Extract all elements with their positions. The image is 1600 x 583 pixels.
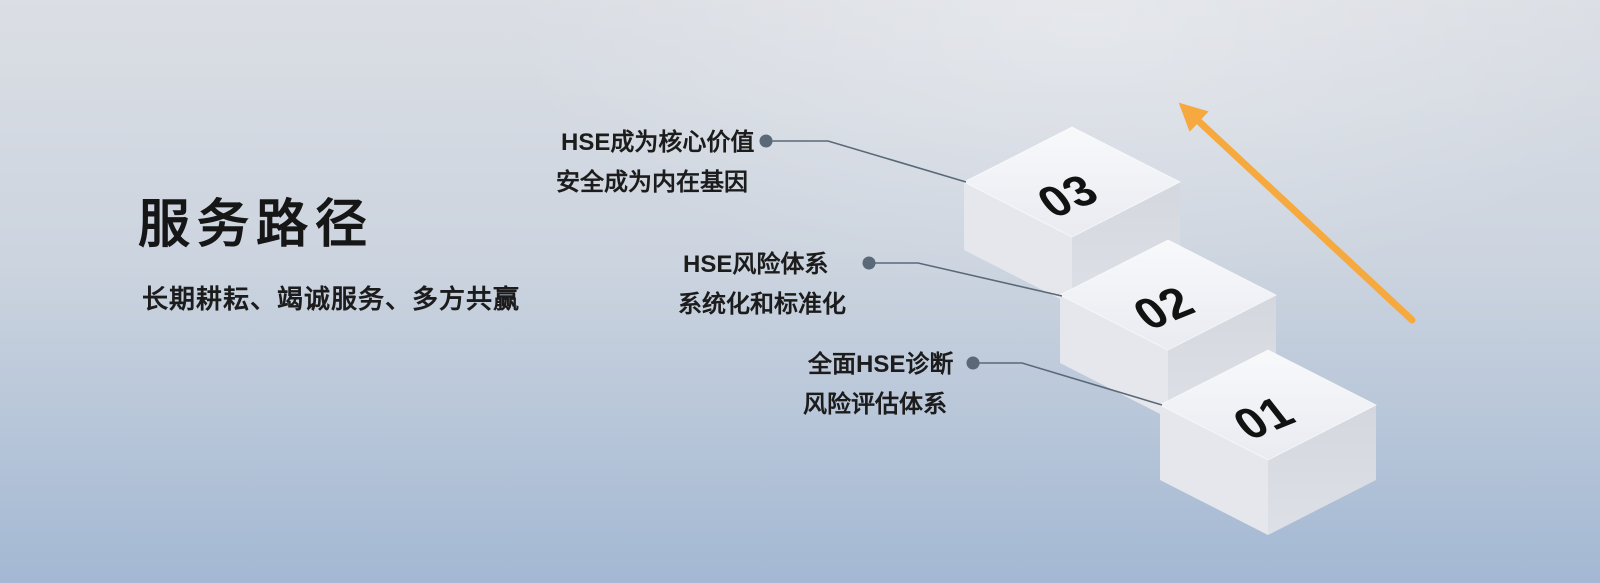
callout-dot-step-2 [862,256,876,270]
callout-line-step-3 [766,140,967,183]
trend-arrow [1178,102,1416,324]
callout-step-3-line2: 安全成为内在基因 [556,169,748,196]
callout-dot-step-3 [759,134,773,148]
callout-line-step-1 [973,362,1163,406]
step-2-top-face [1058,239,1278,351]
callout-dot-step-1 [966,356,980,370]
callout-step-2: HSE风险体系 系统化和标准化 [678,245,846,325]
step-2-left-face [1060,295,1168,418]
callout-step-2-line2: 系统化和标准化 [678,291,846,318]
callout-step-3-line1: HSE成为核心价值 [561,129,755,156]
page-subtitle: 长期耕耘、竭诚服务、多方共赢 [142,284,521,314]
step-1-left-face [1160,405,1268,535]
step-3-top-face [962,126,1182,238]
callout-step-3: HSE成为核心价值 安全成为内在基因 [556,123,755,203]
callout-line-step-2 [869,262,1063,297]
callout-step-1: 全面HSE诊断 风险评估体系 [803,345,954,425]
step-3-right-face [1072,182,1180,305]
callout-step-1-line2: 风险评估体系 [803,391,947,418]
page-title: 服务路径 [138,196,375,254]
step-1-right-face [1268,405,1376,535]
step-1-top-face [1158,349,1378,461]
callout-step-1-line1: 全面HSE诊断 [808,351,954,378]
step-3-left-face [964,182,1072,305]
callout-step-2-line1: HSE风险体系 [683,251,829,278]
